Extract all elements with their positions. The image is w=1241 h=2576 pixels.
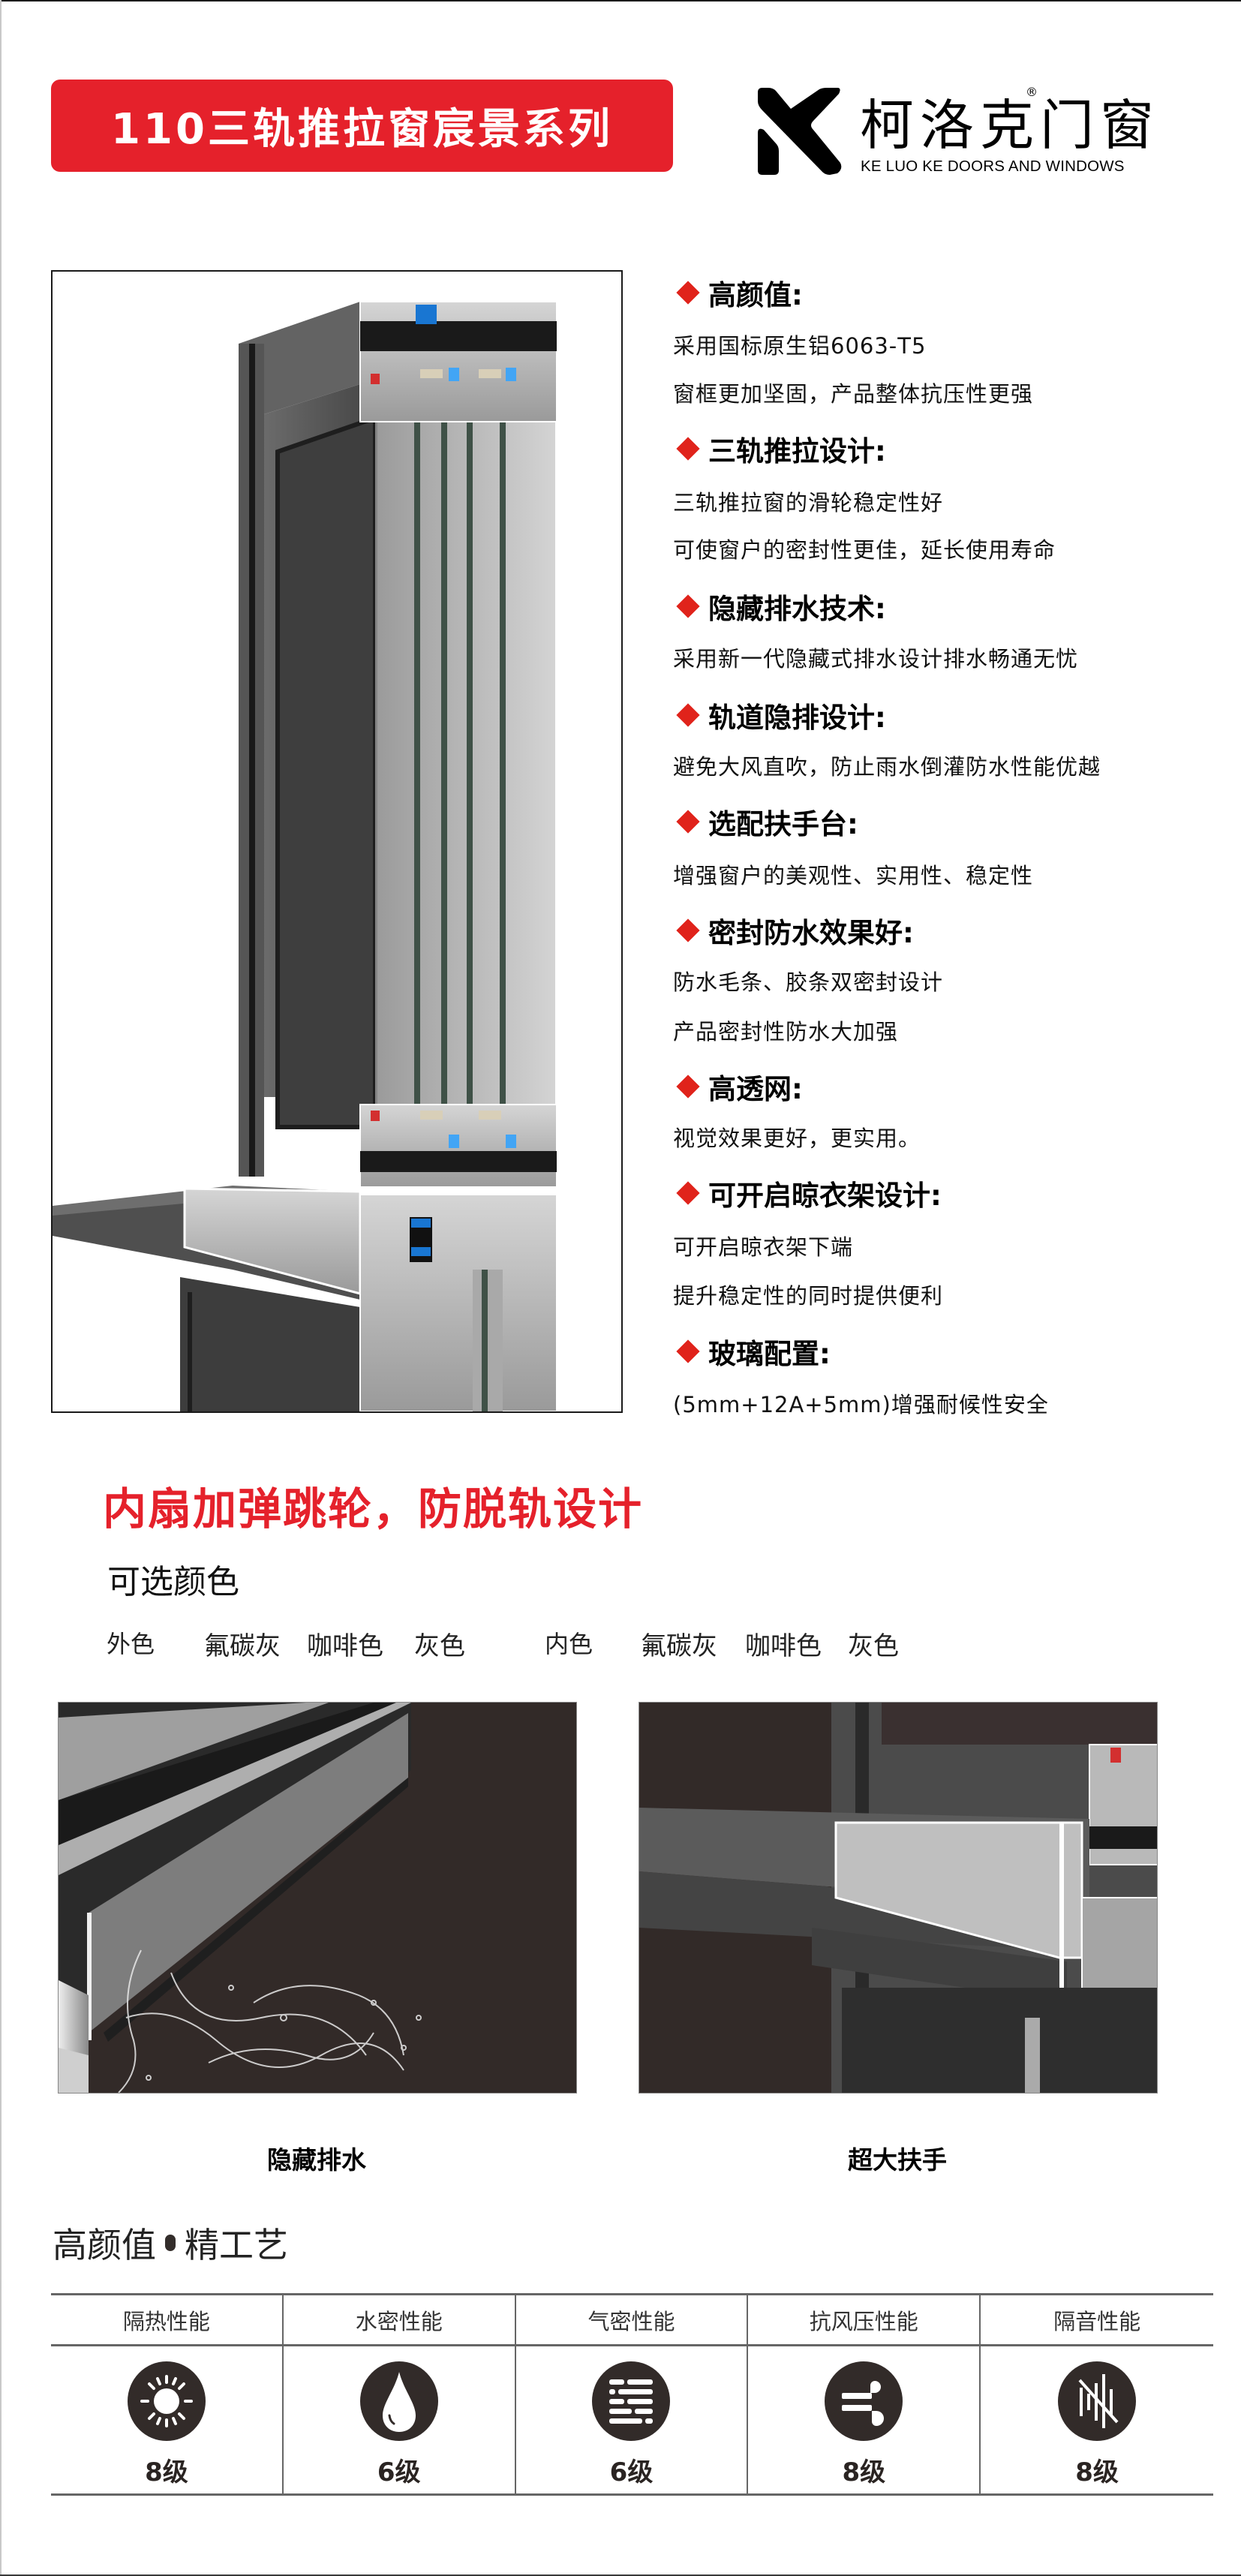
page-left-border [0, 0, 2, 2576]
feature-heading: 隐藏排水技术: [674, 586, 886, 627]
colors-title: 可选颜色 [107, 1563, 239, 1601]
registered-mark: ® [1026, 85, 1038, 99]
airflow-lines-icon [592, 2361, 671, 2441]
feature-text: 三轨推拉窗的滑轮稳定性好 [673, 490, 944, 516]
feature-text: 视觉效果更好，更实用。 [673, 1126, 921, 1151]
highlight-heading: 内扇加弹跳轮，防脱轨设计 [103, 1483, 644, 1534]
large-handrail-photo [639, 1702, 1158, 2094]
feature-heading: 选配扶手台: [674, 801, 858, 842]
interior-color-option: 咖啡色 [745, 1631, 822, 1661]
bullet-dot-icon [165, 2235, 176, 2251]
feature-text: (5mm+12A+5mm)增强耐候性安全 [673, 1392, 1049, 1417]
page-bottom-border [0, 2574, 1241, 2576]
diamond-bullet-icon [676, 594, 700, 618]
product-cross-section-image [51, 270, 623, 1413]
brand-logo: 柯洛克门窗 ® KE LUO KE DOORS AND WINDOWS [755, 85, 1161, 176]
feature-heading: 可开启晾衣架设计: [674, 1173, 942, 1213]
feature-heading: 高透网: [674, 1066, 803, 1107]
spec-grade: 6级 [609, 2457, 654, 2487]
handrail-profile-illustration [639, 1703, 1157, 2093]
spec-cell-wind-pressure: 8级 [748, 2346, 981, 2493]
diamond-bullet-icon [676, 1181, 700, 1205]
diamond-bullet-icon [676, 918, 700, 942]
brand-k-mark-icon [758, 88, 842, 175]
spec-header-thermal: 隔热性能 [51, 2295, 284, 2346]
sound-off-icon [1058, 2361, 1137, 2441]
hidden-drainage-caption: 隐藏排水 [267, 2145, 366, 2175]
feature-text: 产品密封性防水大加强 [673, 1019, 899, 1045]
wind-icon [825, 2361, 903, 2441]
feature-text: 窗框更加坚固，产品整体抗压性更强 [673, 381, 1034, 407]
spec-cell-sound: 8级 [981, 2346, 1213, 2493]
exterior-color-option: 灰色 [414, 1631, 465, 1661]
feature-heading: 轨道隐排设计: [674, 695, 886, 735]
spec-grade: 8级 [1075, 2457, 1119, 2487]
feature-heading: 密封防水效果好: [674, 910, 914, 951]
feature-text: 采用新一代隐藏式排水设计排水畅通无忧 [673, 646, 1079, 672]
performance-section-title: 高颜值 精工艺 [53, 2225, 288, 2265]
diamond-bullet-icon [676, 1339, 700, 1363]
feature-text: 采用国标原生铝6063-T5 [673, 333, 927, 359]
interior-color-label: 内色 [545, 1630, 593, 1658]
feature-text: 可使窗户的密封性更佳，延长使用寿命 [673, 537, 1056, 563]
hidden-drainage-photo [58, 1702, 577, 2094]
diamond-bullet-icon [676, 281, 700, 305]
spec-header-wind-pressure: 抗风压性能 [748, 2295, 981, 2346]
diamond-bullet-icon [676, 437, 700, 461]
page-top-border [0, 0, 1241, 2]
interior-color-option: 氟碳灰 [641, 1631, 717, 1661]
feature-text: 防水毛条、胶条双密封设计 [673, 969, 944, 995]
water-drop-icon [359, 2361, 438, 2441]
spec-header-sound: 隔音性能 [981, 2295, 1213, 2346]
feature-heading: 三轨推拉设计: [674, 428, 886, 469]
series-title: 110三轨推拉窗宸景系列 [111, 105, 613, 154]
spec-cell-thermal: 8级 [51, 2346, 284, 2493]
diamond-bullet-icon [676, 703, 700, 727]
interior-color-option: 灰色 [848, 1631, 899, 1661]
spec-grade: 8级 [842, 2457, 886, 2487]
feature-heading: 高颜值: [674, 272, 803, 313]
window-profile-illustration [53, 301, 557, 1411]
feature-text: 可开启晾衣架下端 [673, 1234, 854, 1260]
diamond-bullet-icon [676, 1075, 700, 1099]
feature-text: 提升稳定性的同时提供便利 [673, 1283, 944, 1309]
feature-text: 增强窗户的美观性、实用性、稳定性 [673, 863, 1034, 888]
spec-grade: 6级 [377, 2457, 421, 2487]
brand-name-cn: 柯洛克门窗 [860, 94, 1161, 157]
drainage-profile-illustration [59, 1703, 422, 2093]
spec-header-watertight: 水密性能 [283, 2295, 516, 2346]
series-title-banner: 110三轨推拉窗宸景系列 [51, 80, 673, 172]
exterior-color-option: 氟碳灰 [204, 1631, 281, 1661]
performance-table: 隔热性能 水密性能 气密性能 抗风压性能 隔音性能 8级 [51, 2293, 1213, 2496]
spec-cell-watertight: 6级 [284, 2346, 516, 2493]
spec-header-airtight: 气密性能 [515, 2295, 749, 2346]
spec-cell-airtight: 6级 [516, 2346, 749, 2493]
feature-heading: 玻璃配置: [674, 1331, 831, 1372]
spec-grade: 8级 [145, 2457, 188, 2487]
sun-icon [127, 2361, 206, 2441]
large-handrail-caption: 超大扶手 [848, 2145, 947, 2175]
exterior-color-option: 咖啡色 [307, 1631, 383, 1661]
exterior-color-label: 外色 [107, 1630, 155, 1658]
feature-text: 避免大风直吹，防止雨水倒灌防水性能优越 [673, 754, 1101, 780]
diamond-bullet-icon [676, 810, 700, 834]
brand-name-en: KE LUO KE DOORS AND WINDOWS [861, 158, 1125, 175]
